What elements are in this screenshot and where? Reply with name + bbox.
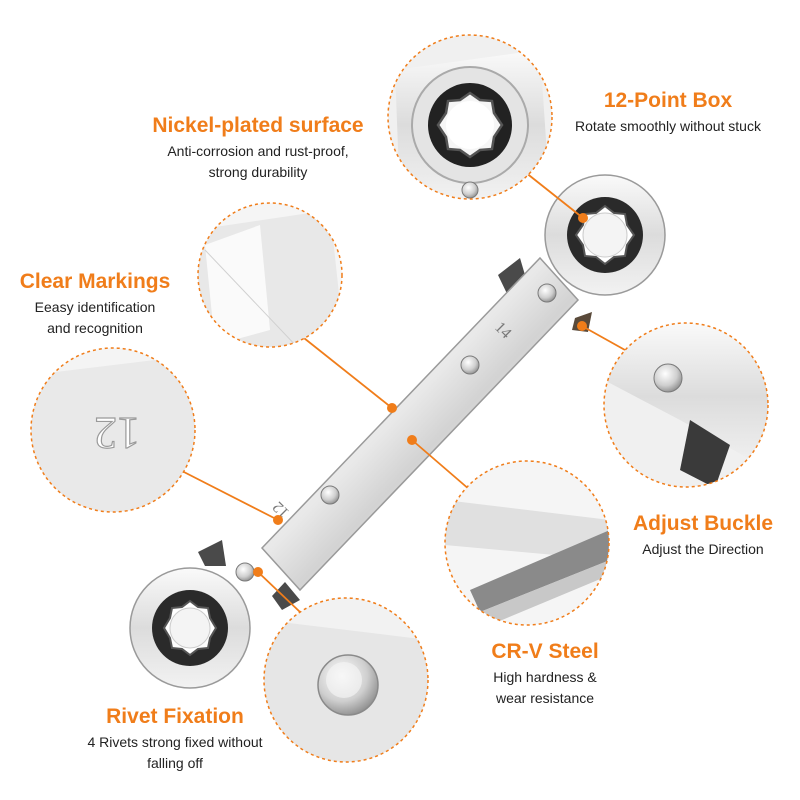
- feature-adjust-buckle: Adjust Buckle Adjust the Direction: [608, 512, 798, 560]
- feature-desc: Eeasy identification and recognition: [34, 299, 156, 336]
- zoom-crv-steel: [444, 460, 610, 626]
- feature-12-point-box: 12-Point Box Rotate smoothly without stu…: [548, 89, 788, 137]
- socket-large: [567, 197, 643, 273]
- rivet-1: [537, 283, 557, 303]
- rivet-2: [460, 355, 480, 375]
- feature-clear-markings: Clear Markings Eeasy identification and …: [0, 270, 190, 339]
- feature-desc: High hardness & wear resistance: [493, 669, 597, 706]
- feature-desc: 4 Rivets strong fixed without falling of…: [87, 734, 263, 771]
- zoom-clear-markings: 12: [30, 347, 196, 513]
- feature-rivet-fixation: Rivet Fixation 4 Rivets strong fixed wit…: [50, 705, 300, 774]
- feature-desc: Adjust the Direction: [642, 541, 764, 557]
- feature-title: 12-Point Box: [603, 89, 733, 112]
- rivet-4: [235, 562, 255, 582]
- feature-title: Rivet Fixation: [106, 705, 244, 728]
- zoom-12-point-box: [387, 34, 553, 200]
- zoom-rivet-fixation: [263, 597, 429, 763]
- feature-title: CR-V Steel: [491, 640, 599, 663]
- feature-title: Clear Markings: [19, 270, 171, 293]
- feature-desc: Anti-corrosion and rust-proof, strong du…: [167, 143, 349, 180]
- zoom-size-mark: 12: [94, 408, 140, 459]
- feature-nickel-plated: Nickel-plated surface Anti-corrosion and…: [118, 114, 398, 183]
- feature-title: Nickel-plated surface: [152, 114, 364, 137]
- feature-title: Adjust Buckle: [632, 512, 774, 535]
- socket-small: [152, 590, 228, 666]
- zoom-nickel-surface: [197, 202, 343, 348]
- feature-desc: Rotate smoothly without stuck: [575, 118, 761, 134]
- pawl-bottom: [198, 540, 226, 566]
- pawl-bottom-2: [272, 582, 300, 610]
- zoom-adjust-buckle: [603, 322, 769, 488]
- feature-crv-steel: CR-V Steel High hardness & wear resistan…: [445, 640, 645, 709]
- rivet-3: [320, 485, 340, 505]
- wrench-shaft: [260, 256, 580, 592]
